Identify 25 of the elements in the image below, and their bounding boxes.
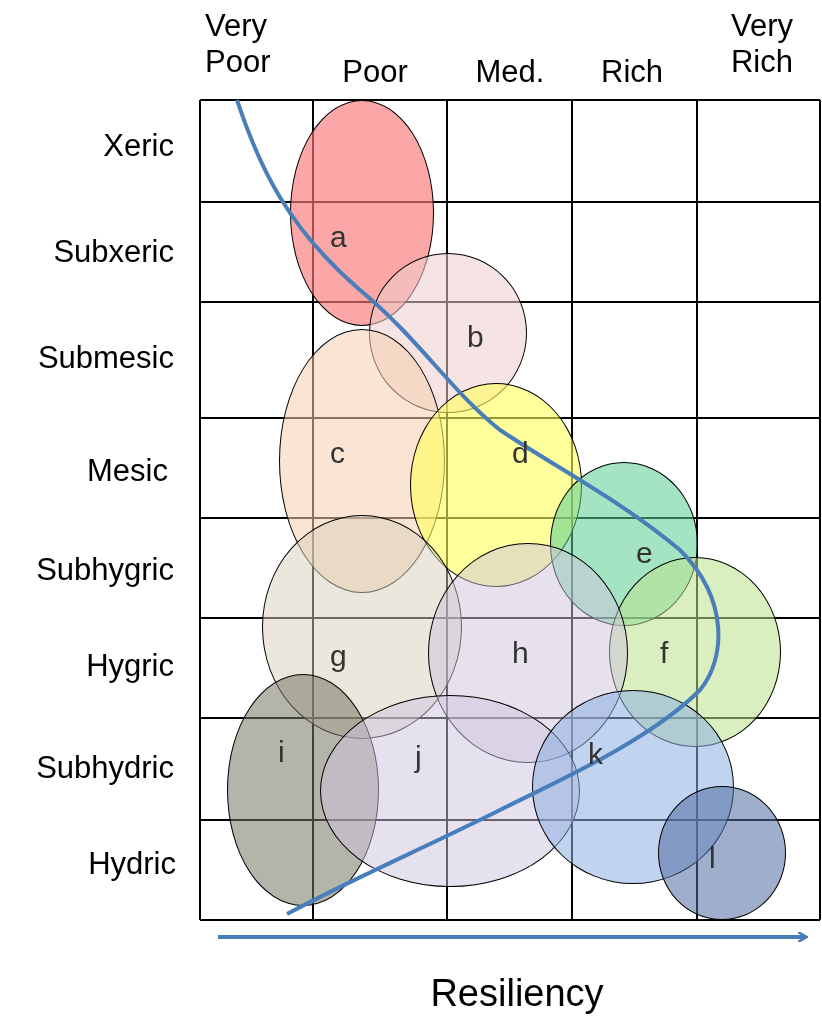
column-header: Very Rich [730,8,794,80]
column-header: Med. [475,54,545,90]
row-header: Hygric [86,648,174,684]
column-header: Poor [342,54,408,90]
region-letter: l [709,843,716,873]
region-letter: b [467,322,484,352]
row-header: Xeric [103,128,174,164]
region-letter: h [512,638,529,668]
region-letter: j [415,742,422,772]
region-letter: a [330,222,347,252]
region-letter: g [330,641,347,671]
row-header: Subhygric [36,552,174,588]
row-header: Mesic [87,453,168,489]
row-header: Subhydric [36,750,174,786]
row-header: Subxeric [53,234,174,270]
region-letter: e [636,538,653,568]
region-letter: c [330,438,345,468]
region-letter: f [660,638,669,668]
row-header: Hydric [88,846,176,882]
column-header: Very Poor [205,8,272,80]
axis-title: Resiliency [430,972,604,1016]
region-letter: i [278,737,285,767]
column-header: Rich [601,54,663,90]
row-header: Submesic [37,340,174,376]
region-letter: d [512,438,529,468]
